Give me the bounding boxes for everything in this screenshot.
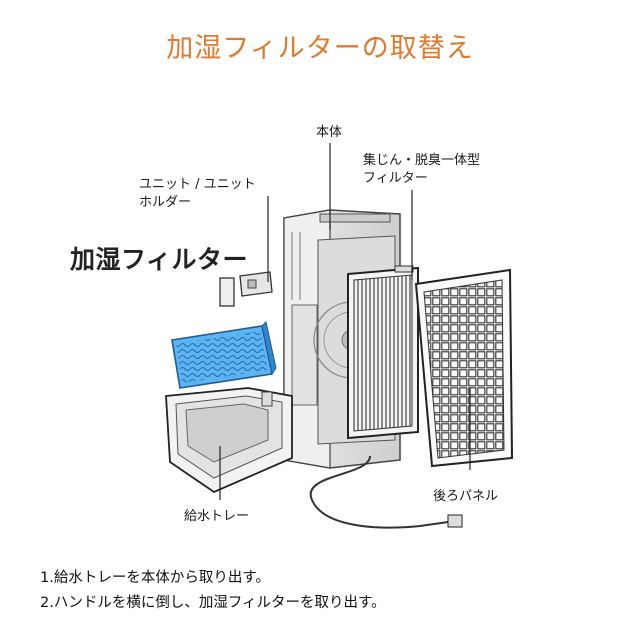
pleated-filter (348, 266, 418, 438)
label-back-panel: 後ろパネル (433, 488, 498, 505)
unit-holder-drawing (220, 272, 272, 306)
power-plug (448, 515, 462, 527)
back-panel (416, 270, 512, 466)
label-filter-line2: フィルター (363, 170, 428, 187)
water-tray-drawing (166, 388, 292, 492)
humidifier-filter-drawing (172, 322, 276, 388)
label-unit-line1: ユニット / ユニット (139, 176, 256, 193)
label-filter-line1: 集じん・脱臭一体型 (363, 152, 480, 169)
instruction-steps: 1.給水トレーを本体から取り出す。 2.ハンドルを横に倒し、加湿フィルターを取り… (40, 566, 386, 616)
label-unit-line2: ホルダー (139, 194, 191, 211)
label-body: 本体 (316, 124, 342, 141)
label-humidifier-filter: 加湿フィルター (70, 240, 248, 276)
step-1: 1.給水トレーを本体から取り出す。 (40, 566, 386, 591)
step-2: 2.ハンドルを横に倒し、加湿フィルターを取り出す。 (40, 591, 386, 616)
label-water-tray: 給水トレー (184, 508, 249, 525)
